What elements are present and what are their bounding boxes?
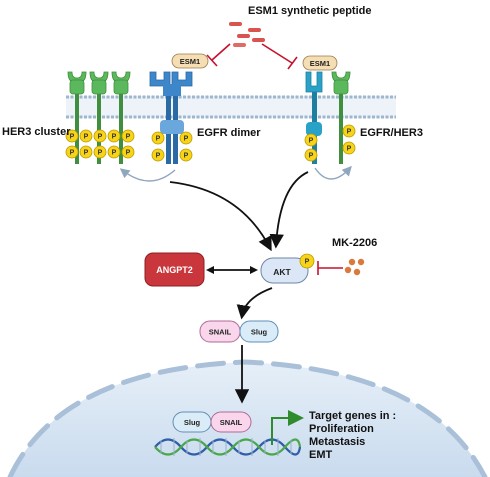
- mk2206-inhibitor: [317, 258, 365, 276]
- angpt2-akt-link: [206, 266, 258, 274]
- phospho-marker: P: [151, 148, 165, 162]
- svg-text:P: P: [70, 150, 75, 157]
- egfr-her3-label: EGFR/HER3: [360, 127, 423, 139]
- mk2206-label: MK-2206: [332, 237, 377, 249]
- phospho-marker: P: [179, 131, 193, 145]
- phospho-marker: P: [79, 145, 93, 159]
- phospho-marker: P: [304, 133, 318, 147]
- phospho-marker: P: [107, 129, 121, 143]
- her3-receptor: [67, 71, 87, 164]
- akt-label: AKT: [273, 267, 291, 277]
- phospho-marker: P: [65, 145, 79, 159]
- svg-text:P: P: [98, 150, 103, 157]
- phospho-marker: P: [93, 145, 107, 159]
- phospho-marker: P: [107, 145, 121, 159]
- cell-membrane: [66, 95, 396, 119]
- egfr-to-akt-arrow: [169, 181, 272, 252]
- esm1-peptide-label: ESM1 synthetic peptide: [248, 5, 371, 17]
- snail-label: SNAIL: [209, 328, 232, 337]
- her3-cluster: [67, 71, 131, 164]
- svg-text:P: P: [347, 146, 352, 153]
- akt-node: AKT P: [260, 253, 315, 284]
- phospho-marker: P: [79, 129, 93, 143]
- esm1-left-label: ESM1: [180, 57, 200, 66]
- esm1-left-badge: ESM1: [171, 53, 209, 69]
- target-genes: Target genes in : Proliferation Metastas…: [309, 410, 396, 461]
- svg-text:P: P: [112, 150, 117, 157]
- peptide-inhibition-right: [261, 43, 298, 70]
- phospho-group-her3: P P P P P P P P P P: [65, 129, 135, 159]
- svg-text:P: P: [156, 153, 161, 160]
- akt-to-snail-arrow: [236, 287, 273, 320]
- cytoplasm-complex: SNAIL Slug: [199, 320, 279, 343]
- phospho-marker: P: [304, 148, 318, 162]
- egfr-her3-heterodimer: [305, 71, 351, 164]
- cluster-feedback-arrow: [119, 168, 176, 182]
- svg-text:P: P: [305, 259, 310, 266]
- phospho-marker: P: [179, 148, 193, 162]
- target-gene-item: EMT: [309, 449, 333, 461]
- peptide-inhibition-left: [206, 43, 231, 67]
- mk2206-molecule-icon: [344, 258, 365, 276]
- phospho-marker: P: [65, 129, 79, 143]
- svg-text:P: P: [347, 129, 352, 136]
- svg-text:P: P: [184, 136, 189, 143]
- phospho-marker: P: [121, 145, 135, 159]
- svg-text:P: P: [156, 136, 161, 143]
- angpt2-node: ANGPT2: [144, 252, 205, 287]
- svg-text:P: P: [84, 150, 89, 157]
- esm1-right-label: ESM1: [310, 59, 330, 68]
- her3-receptor: [89, 71, 109, 164]
- heterodimer-feedback-arrow: [314, 165, 352, 180]
- phospho-marker: P: [93, 129, 107, 143]
- transcription-arrow: [271, 410, 304, 445]
- phospho-marker: P: [342, 141, 356, 155]
- nuclear-snail-label: SNAIL: [220, 418, 243, 427]
- target-genes-title: Target genes in :: [309, 410, 396, 422]
- her3-cluster-label: HER3 cluster: [2, 126, 71, 138]
- her3-receptor: [111, 71, 131, 164]
- esm1-right-badge: ESM1: [302, 55, 338, 71]
- svg-text:P: P: [112, 134, 117, 141]
- svg-text:P: P: [309, 138, 314, 145]
- angpt2-label: ANGPT2: [156, 265, 193, 275]
- nuclear-slug-label: Slug: [184, 418, 201, 427]
- phospho-marker: P: [299, 253, 315, 269]
- svg-text:P: P: [126, 134, 131, 141]
- svg-text:P: P: [126, 150, 131, 157]
- phospho-marker: P: [121, 129, 135, 143]
- phospho-group-egfr: P P P P: [151, 131, 193, 162]
- esm1-peptide-icon: [229, 22, 265, 47]
- egfr-her3-to-akt-arrow: [269, 171, 309, 249]
- phospho-marker: P: [342, 124, 356, 138]
- svg-text:P: P: [98, 134, 103, 141]
- svg-text:P: P: [184, 153, 189, 160]
- dna-helix-icon: [154, 438, 302, 456]
- nuclear-complex: Slug SNAIL: [172, 411, 252, 433]
- egfr-dimer: [149, 71, 193, 164]
- svg-text:P: P: [84, 134, 89, 141]
- phospho-marker: P: [151, 131, 165, 145]
- target-gene-item: Proliferation: [309, 423, 374, 435]
- egfr-dimer-label: EGFR dimer: [197, 127, 261, 139]
- svg-text:P: P: [309, 153, 314, 160]
- phospho-group-egfr-her3: P P P P: [304, 124, 356, 162]
- svg-text:P: P: [70, 134, 75, 141]
- slug-label: Slug: [251, 328, 268, 337]
- target-gene-item: Metastasis: [309, 436, 365, 448]
